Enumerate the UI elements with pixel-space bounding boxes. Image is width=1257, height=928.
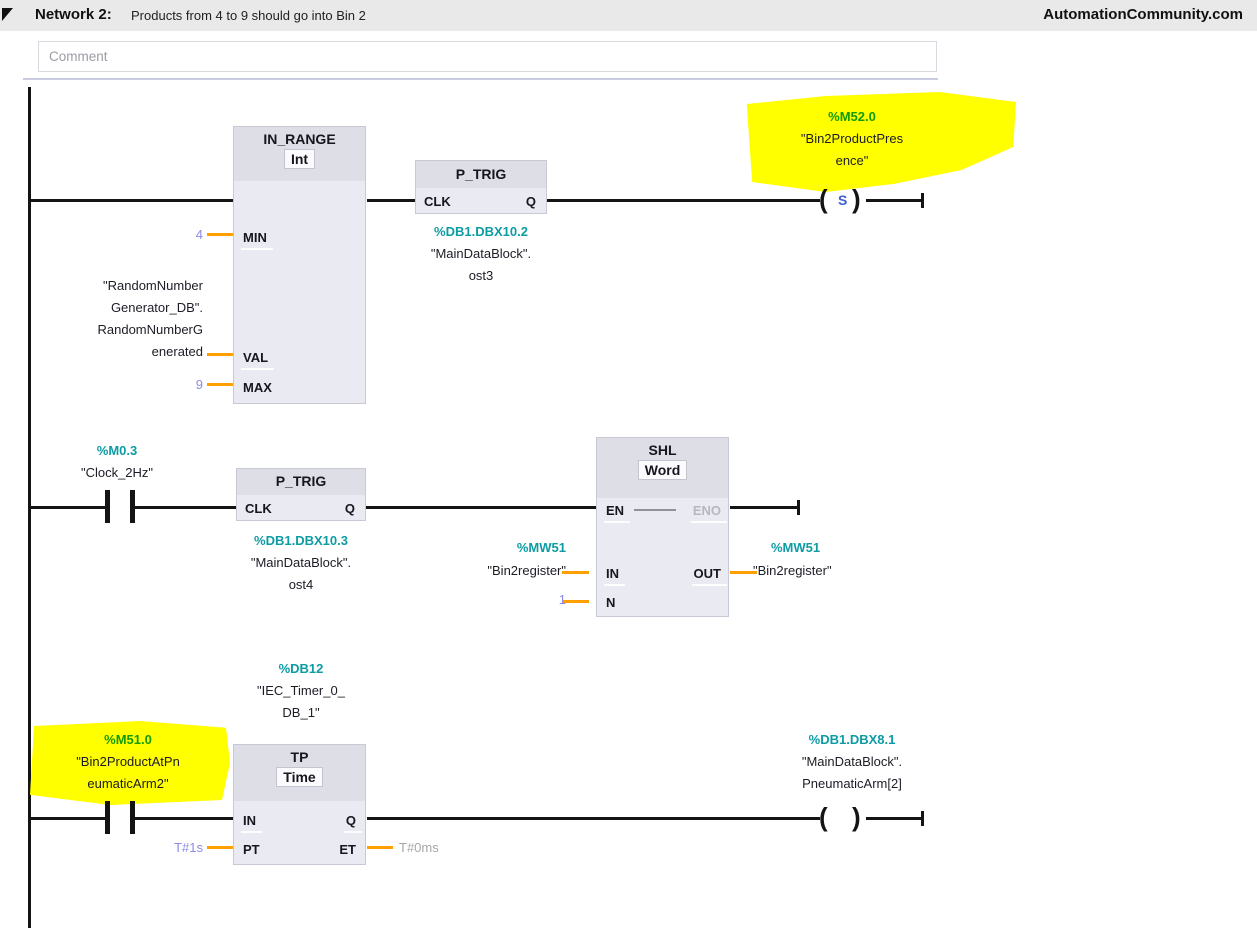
- constant-value-min[interactable]: 4: [195, 227, 203, 242]
- block-title: TP: [290, 749, 309, 765]
- param-stub: [730, 571, 757, 574]
- no-contact[interactable]: [105, 801, 110, 834]
- block-title: SHL: [648, 442, 677, 458]
- watermark-text: AutomationCommunity.com: [1043, 6, 1243, 23]
- operand-block[interactable]: %DB12 "IEC_Timer_0_ DB_1": [211, 658, 391, 724]
- operand-address: %DB12: [278, 661, 324, 676]
- p-trig-block[interactable]: P_TRIG CLK Q: [415, 160, 547, 214]
- end-tick: [921, 193, 924, 208]
- operand-address: %MW51: [771, 540, 821, 555]
- operand-address: %M52.0: [828, 109, 876, 124]
- operand-name[interactable]: "RandomNumber Generator_DB". RandomNumbe…: [97, 278, 204, 359]
- operand-address: %MW51: [516, 540, 566, 555]
- pin-pt[interactable]: PT: [243, 842, 260, 857]
- block-title: IN_RANGE: [263, 131, 336, 147]
- network-separator: [23, 78, 938, 80]
- wire-segment: [31, 199, 233, 202]
- operand-block[interactable]: %DB1.DBX10.2 "MainDataBlock". ost3: [391, 221, 571, 287]
- operand-address: %DB1.DBX10.3: [254, 533, 348, 548]
- operand-address: %DB1.DBX10.2: [434, 224, 528, 239]
- pin-q[interactable]: Q: [343, 813, 363, 833]
- output-coil[interactable]: (: [819, 802, 828, 832]
- wire-segment: [367, 817, 820, 820]
- pin-clk[interactable]: CLK: [424, 194, 451, 209]
- pin-out[interactable]: OUT: [691, 566, 728, 586]
- end-tick: [797, 500, 800, 515]
- pin-val[interactable]: VAL: [240, 350, 275, 370]
- set-coil[interactable]: (: [819, 184, 828, 214]
- pin-q[interactable]: Q: [525, 194, 536, 209]
- operand-block[interactable]: %DB1.DBX8.1 "MainDataBlock". PneumaticAr…: [752, 729, 952, 795]
- operand-block[interactable]: %MW51 "Bin2register": [753, 536, 923, 582]
- network-description[interactable]: Products from 4 to 9 should go into Bin …: [131, 8, 366, 23]
- network-header-bar: Network 2: Products from 4 to 9 should g…: [0, 0, 1257, 31]
- block-type[interactable]: Time: [276, 767, 323, 787]
- pin-min[interactable]: MIN: [241, 230, 273, 250]
- pin-en[interactable]: EN: [603, 503, 631, 523]
- operand-block[interactable]: %M52.0 "Bin2ProductPres ence": [752, 106, 952, 172]
- wire-segment: [31, 506, 105, 509]
- no-contact[interactable]: [130, 801, 135, 834]
- network-title[interactable]: Network 2:: [35, 6, 112, 23]
- wire-segment: [866, 817, 923, 820]
- block-type[interactable]: Word: [637, 460, 688, 480]
- en-eno-dash: [634, 509, 676, 511]
- pin-q[interactable]: Q: [344, 501, 355, 516]
- pin-max[interactable]: MAX: [243, 380, 272, 395]
- param-stub: [562, 571, 589, 574]
- end-tick: [921, 811, 924, 826]
- constant-value-n[interactable]: 1: [558, 592, 566, 607]
- pin-in[interactable]: IN: [604, 566, 625, 586]
- shl-block[interactable]: SHL Word EN ENO IN OUT N: [596, 437, 729, 617]
- constant-value-pt[interactable]: T#1s: [174, 840, 203, 855]
- block-title: P_TRIG: [416, 161, 546, 188]
- param-stub: [207, 233, 233, 236]
- wire-segment: [730, 506, 798, 509]
- param-stub: [207, 383, 233, 386]
- pin-in[interactable]: IN: [241, 813, 262, 833]
- in-range-block[interactable]: IN_RANGE Int MIN VAL MAX: [233, 126, 366, 404]
- highlight-marker: [30, 721, 230, 805]
- wire-segment: [31, 817, 105, 820]
- operand-address: %M51.0: [104, 732, 152, 747]
- pin-clk[interactable]: CLK: [245, 501, 272, 516]
- block-type[interactable]: Int: [283, 149, 316, 169]
- set-coil-letter: S: [838, 192, 848, 208]
- wire-segment: [367, 199, 415, 202]
- pin-n[interactable]: N: [606, 595, 616, 610]
- operand-address: %M0.3: [96, 443, 138, 458]
- param-stub: [367, 846, 393, 849]
- operand-block[interactable]: %DB1.DBX10.3 "MainDataBlock". ost4: [212, 530, 390, 596]
- network-collapse-icon[interactable]: [2, 8, 13, 21]
- output-coil[interactable]: ): [852, 802, 861, 832]
- param-stub: [207, 846, 233, 849]
- et-monitor-value: T#0ms: [399, 840, 439, 855]
- pin-et[interactable]: ET: [339, 842, 356, 857]
- pin-eno[interactable]: ENO: [690, 503, 728, 523]
- wire-segment: [866, 199, 923, 202]
- param-stub: [207, 353, 233, 356]
- set-coil[interactable]: ): [852, 184, 861, 214]
- p-trig-block[interactable]: P_TRIG CLK Q: [236, 468, 366, 521]
- tp-timer-block[interactable]: TP Time IN Q PT ET: [233, 744, 366, 865]
- wire-segment: [135, 817, 233, 820]
- no-contact[interactable]: [105, 490, 110, 523]
- operand-block[interactable]: %MW51 "Bin2register": [396, 536, 566, 582]
- param-stub: [562, 600, 589, 603]
- no-contact[interactable]: [130, 490, 135, 523]
- wire-segment: [547, 199, 820, 202]
- operand-block[interactable]: %M51.0 "Bin2ProductAtPn eumaticArm2": [33, 729, 223, 795]
- constant-value-max[interactable]: 9: [195, 377, 203, 392]
- wire-segment: [135, 506, 236, 509]
- wire-segment: [366, 506, 596, 509]
- power-rail: [28, 87, 31, 928]
- comment-input[interactable]: Comment: [38, 41, 937, 72]
- operand-block[interactable]: %M0.3 "Clock_2Hz": [37, 440, 197, 484]
- block-title: P_TRIG: [237, 469, 365, 495]
- operand-address: %DB1.DBX8.1: [808, 732, 896, 747]
